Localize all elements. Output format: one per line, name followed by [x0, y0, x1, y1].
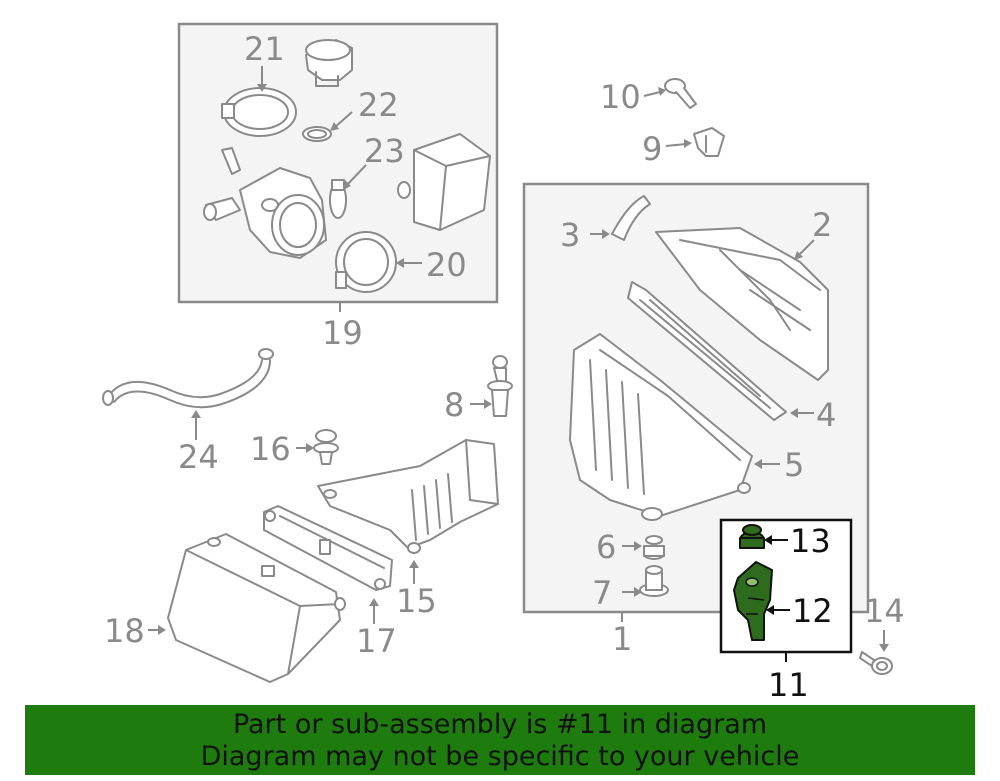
callout-3: 3 [560, 216, 580, 254]
callout-14: 14 [864, 592, 905, 630]
part-8-push-pin[interactable] [487, 355, 513, 417]
callout-10: 10 [600, 78, 641, 116]
callout-23: 23 [364, 132, 405, 170]
callout-9: 9 [642, 130, 662, 168]
callout-11: 11 [768, 666, 809, 704]
callout-20: 20 [426, 246, 467, 284]
part-17-duct-panel[interactable] [263, 505, 393, 591]
callout-15: 15 [396, 582, 437, 620]
callout-16: 16 [250, 430, 291, 468]
part-2-upper-housing[interactable] [655, 227, 829, 381]
callout-24: 24 [178, 438, 219, 476]
part-22-small-clamp[interactable] [302, 126, 332, 142]
callout-1: 1 [612, 620, 632, 658]
callout-17: 17 [356, 622, 397, 660]
part-7-collar[interactable] [639, 565, 669, 597]
part-15-intake-duct[interactable] [317, 439, 499, 554]
callout-13: 13 [790, 522, 831, 560]
part-throttle-housing[interactable] [203, 147, 327, 259]
callout-8: 8 [444, 386, 464, 424]
callout-19: 19 [322, 314, 363, 352]
part-9-clip[interactable] [693, 127, 725, 157]
callout-22: 22 [358, 86, 399, 124]
part-21-cap[interactable] [305, 39, 353, 87]
part-13-insulator[interactable] [739, 524, 765, 549]
part-12-bracket[interactable] [733, 561, 773, 641]
callout-7: 7 [592, 574, 612, 612]
callout-18: 18 [104, 612, 145, 650]
part-24-breather-hose[interactable] [102, 348, 274, 409]
banner-line-1: Part or sub-assembly is #11 in diagram [232, 709, 768, 740]
part-6-grommet[interactable] [643, 535, 665, 560]
info-banner: Part or sub-assembly is #11 in diagram D… [25, 705, 975, 775]
part-resonator-box[interactable] [397, 133, 491, 231]
part-5-lower-housing[interactable] [569, 333, 753, 521]
banner-line-2: Diagram may not be specific to your vehi… [200, 741, 800, 772]
part-14-bolt[interactable] [859, 651, 893, 675]
callout-5: 5 [784, 446, 804, 484]
callout-21: 21 [244, 30, 285, 68]
callout-4: 4 [816, 396, 836, 434]
callout-12: 12 [792, 592, 833, 630]
part-18-duct-cover[interactable] [167, 533, 346, 683]
callout-6: 6 [596, 528, 616, 566]
part-21-clamp-ring[interactable] [221, 87, 297, 137]
part-4-filter-element[interactable] [627, 281, 787, 421]
part-20-clamp-ring[interactable] [335, 231, 397, 293]
part-16-clip[interactable] [313, 429, 339, 465]
part-3-hose[interactable] [611, 195, 651, 241]
part-23-clamp[interactable] [329, 179, 347, 219]
part-10-bolt[interactable] [664, 78, 697, 109]
callout-2: 2 [812, 206, 832, 244]
